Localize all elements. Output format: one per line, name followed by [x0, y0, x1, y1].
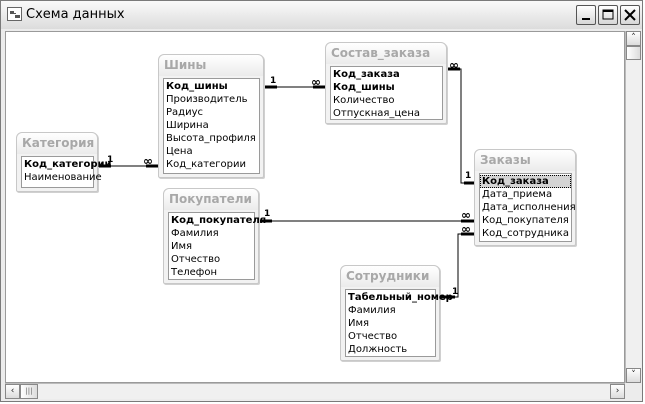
- many-label: ∞: [461, 222, 471, 236]
- one-label: 1: [264, 209, 271, 219]
- one-label: 1: [465, 171, 472, 181]
- horizontal-scrollbar[interactable]: ‹ ||| ›: [5, 383, 625, 399]
- table-pokupateli[interactable]: Покупатели Код_покупателя Фамилия Имя От…: [163, 188, 267, 284]
- table-title[interactable]: Состав_заказа: [326, 43, 446, 64]
- field-item[interactable]: Ширина: [166, 120, 209, 131]
- scroll-up-button[interactable]: ˄: [626, 31, 641, 46]
- field-item[interactable]: Имя: [348, 318, 370, 329]
- relationship-line[interactable]: [446, 68, 475, 184]
- field-item[interactable]: Отчество: [171, 254, 221, 265]
- relationships-icon: [7, 7, 22, 21]
- field-item[interactable]: Должность: [348, 344, 408, 355]
- close-icon: [624, 9, 636, 21]
- maximize-icon: [602, 9, 614, 20]
- table-title[interactable]: Покупатели: [164, 189, 258, 210]
- field-item[interactable]: Код_сотрудника: [482, 228, 569, 239]
- field-item[interactable]: Имя: [171, 241, 193, 252]
- field-item-selected[interactable]: Код_заказа: [480, 175, 571, 188]
- field-item[interactable]: Отпускная_цена: [333, 108, 420, 119]
- field-list[interactable]: Код_категории Наименование: [21, 156, 112, 188]
- field-item[interactable]: Количество: [333, 95, 395, 106]
- field-list[interactable]: Код_шины Производитель Радиус Ширина Выс…: [163, 78, 260, 174]
- one-label: 1: [452, 287, 459, 297]
- maximize-button[interactable]: [598, 5, 618, 25]
- field-item[interactable]: Наименование: [24, 172, 102, 183]
- field-item[interactable]: Код_категории: [166, 159, 246, 170]
- scroll-right-button[interactable]: ›: [610, 384, 625, 399]
- minimize-button[interactable]: [576, 5, 596, 25]
- one-label: 1: [107, 155, 114, 165]
- minimize-icon: [582, 18, 590, 20]
- field-item[interactable]: Код_категории: [24, 159, 112, 170]
- field-item[interactable]: Код_шины: [166, 81, 228, 92]
- table-sostav-zakaza[interactable]: Состав_заказа Код_заказа Код_шины Количе…: [325, 42, 447, 124]
- field-item[interactable]: Табельный_номер: [348, 292, 453, 303]
- table-title[interactable]: Шины: [159, 55, 263, 76]
- window-title: Схема данных: [26, 7, 125, 22]
- field-item[interactable]: Телефон: [171, 267, 218, 278]
- field-item[interactable]: Дата_исполнения: [482, 202, 576, 213]
- table-kategoriya[interactable]: Категория Код_категории Наименование: [16, 132, 112, 192]
- field-item[interactable]: Код_покупателя: [482, 215, 569, 226]
- scroll-left-button[interactable]: ‹: [5, 384, 20, 399]
- field-item[interactable]: Код_заказа: [333, 69, 400, 80]
- scroll-down-button[interactable]: ˅: [626, 368, 641, 383]
- many-label: ∞: [461, 208, 471, 222]
- table-title[interactable]: Заказы: [475, 150, 575, 171]
- title-bar[interactable]: Схема данных: [1, 1, 642, 29]
- field-item[interactable]: Код_покупателя: [171, 215, 267, 226]
- field-list[interactable]: Код_заказа Код_шины Количество Отпускная…: [330, 66, 443, 120]
- many-label: ∞: [143, 154, 153, 168]
- many-label: ∞: [449, 58, 459, 72]
- close-button[interactable]: [620, 5, 640, 25]
- field-item[interactable]: Фамилия: [348, 305, 396, 316]
- one-label: 1: [270, 76, 277, 86]
- table-title[interactable]: Категория: [17, 133, 97, 154]
- vertical-scrollbar[interactable]: ˄ ˅: [625, 31, 641, 383]
- table-shiny[interactable]: Шины Код_шины Производитель Радиус Ширин…: [158, 54, 264, 178]
- table-title[interactable]: Сотрудники: [341, 266, 439, 287]
- table-zakazy[interactable]: Заказы Код_заказа Дата_приема Дата_испол…: [474, 149, 576, 246]
- horizontal-scroll-thumb[interactable]: |||: [20, 384, 38, 399]
- field-item[interactable]: Производитель: [166, 94, 248, 105]
- table-sotrudniki[interactable]: Сотрудники Табельный_номер Фамилия Имя О…: [340, 265, 453, 361]
- size-grip[interactable]: [625, 383, 641, 399]
- vertical-scroll-thumb[interactable]: [626, 46, 641, 60]
- diagram-canvas[interactable]: 1 ∞ 1 ∞ ∞ 1 1 ∞ 1 ∞ Категория Код_катего…: [5, 31, 625, 383]
- field-item[interactable]: Дата_приема: [482, 189, 553, 200]
- field-item[interactable]: Радиус: [166, 107, 203, 118]
- field-item[interactable]: Отчество: [348, 331, 398, 342]
- field-item[interactable]: Высота_профиля: [166, 133, 256, 144]
- field-item[interactable]: Цена: [166, 146, 193, 157]
- field-item[interactable]: Фамилия: [171, 228, 219, 239]
- field-list[interactable]: Код_покупателя Фамилия Имя Отчество Теле…: [168, 212, 267, 280]
- many-label: ∞: [311, 75, 321, 89]
- relationship-lines: [97, 67, 475, 299]
- field-item[interactable]: Код_шины: [333, 82, 395, 93]
- field-list[interactable]: Табельный_номер Фамилия Имя Отчество Дол…: [345, 289, 453, 357]
- field-list[interactable]: Код_заказа Дата_приема Дата_исполнения К…: [479, 173, 576, 242]
